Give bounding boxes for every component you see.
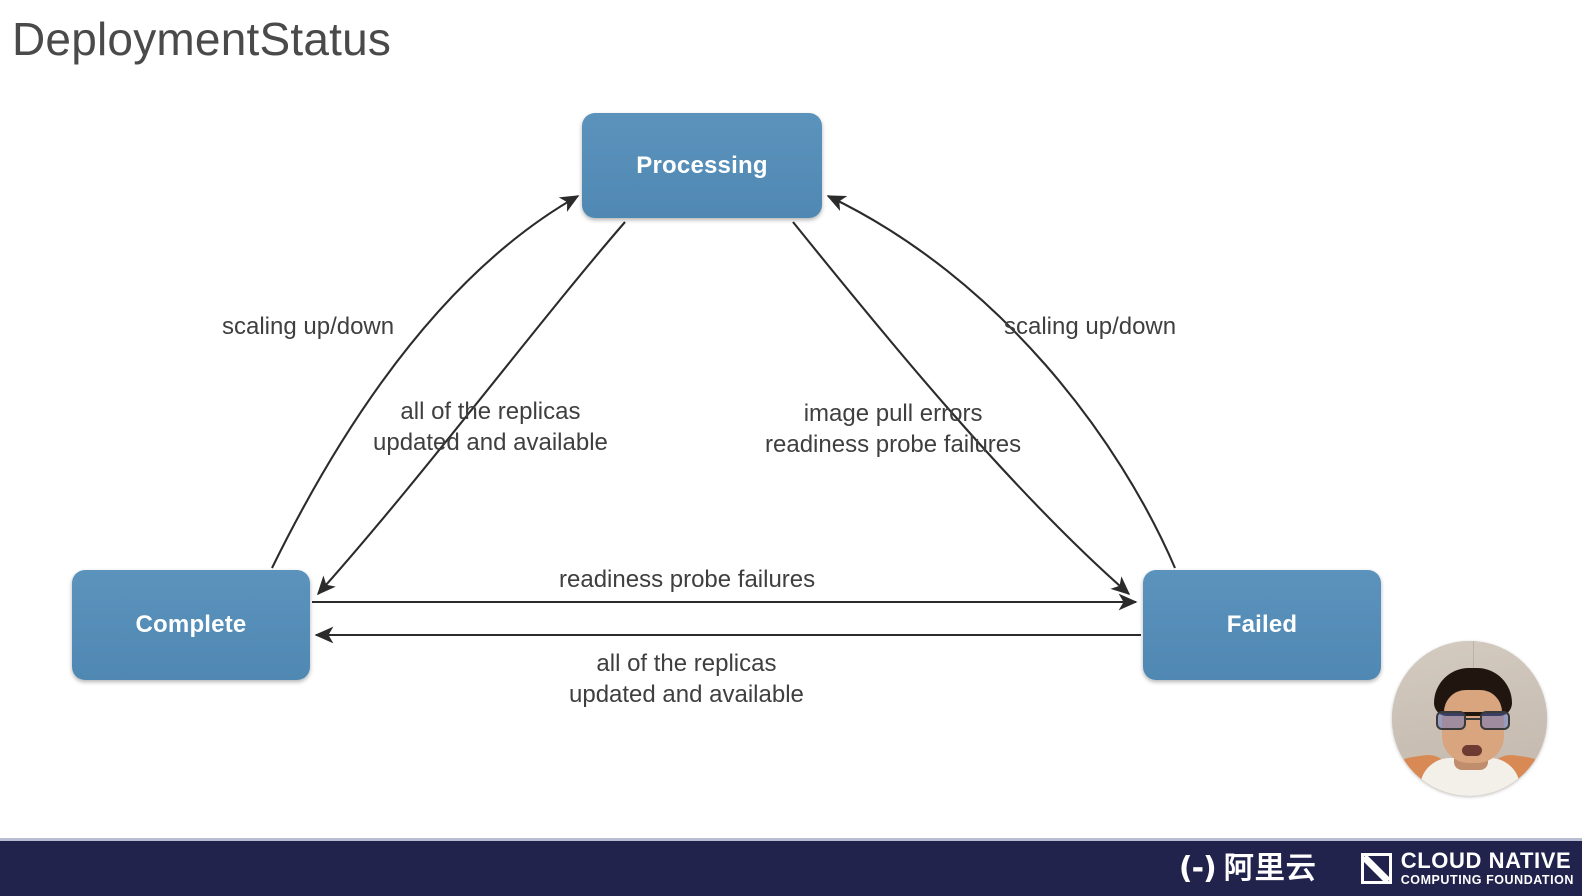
state-node-processing-label: Processing [636, 151, 768, 179]
alibaba-cloud-wordmark: 阿里云 [1223, 850, 1317, 886]
state-node-complete-label: Complete [135, 611, 247, 638]
edge-label-processing-to-failed: image pull errors readiness probe failur… [765, 400, 1022, 458]
edge-label-failed-to-complete: all of the replicas updated and availabl… [569, 650, 804, 708]
edge-processing-to-complete [316, 221, 626, 596]
cncf-mark-icon [1360, 853, 1392, 884]
diagram-edges [271, 195, 1176, 644]
cncf-logo: CLOUD NATIVE COMPUTING FOUNDATION [1360, 850, 1574, 887]
webcam-lens-left [1436, 711, 1466, 730]
state-node-failed-label: Failed [1226, 611, 1298, 638]
webcam-glasses-icon [1436, 711, 1510, 730]
alibaba-cloud-mark-icon: (-) [1178, 850, 1217, 886]
webcam-glasses-bridge [1466, 718, 1480, 720]
edge-label-processing-to-complete: all of the replicas updated and availabl… [373, 398, 608, 456]
cncf-line-1: CLOUD NATIVE [1400, 848, 1572, 874]
state-node-processing[interactable]: Processing [582, 113, 822, 218]
footer-bar: (-) 阿里云 CLOUD NATIVE COMPUTING FOUNDATIO… [0, 838, 1582, 896]
alibaba-cloud-logo: (-) 阿里云 [1178, 850, 1317, 886]
edge-complete-to-processing [271, 195, 580, 569]
cncf-line-2: COMPUTING FOUNDATION [1400, 873, 1574, 888]
webcam-mouth [1462, 745, 1482, 756]
webcam-hair [1434, 668, 1512, 716]
page-title: DeploymentStatus [12, 13, 392, 65]
edge-processing-to-failed [792, 221, 1131, 595]
edge-failed-to-processing [826, 195, 1176, 569]
state-node-complete[interactable]: Complete [72, 570, 310, 680]
webcam-lens-right [1480, 711, 1510, 730]
edge-label-complete-to-processing: scaling up/down [222, 313, 395, 340]
presenter-webcam-overlay[interactable] [1392, 641, 1547, 796]
state-node-failed[interactable]: Failed [1143, 570, 1381, 680]
cncf-wordmark: CLOUD NATIVE COMPUTING FOUNDATION [1401, 850, 1574, 887]
edge-label-complete-to-failed: readiness probe failures [559, 566, 816, 593]
edge-label-failed-to-processing: scaling up/down [1004, 313, 1177, 340]
